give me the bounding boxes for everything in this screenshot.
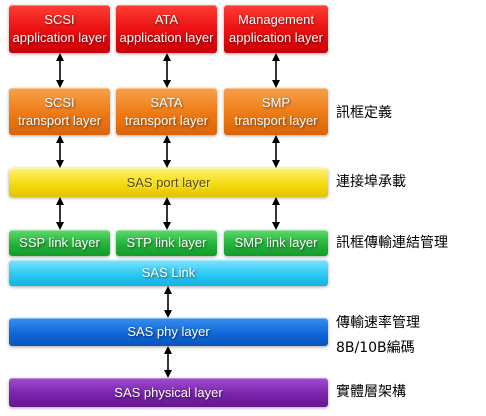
box-label-line1: SCSI [44,12,75,27]
box-label: SMP link layer [234,235,318,250]
annotation-frame-transmission-link-management: 訊框傳輸連結管理 [336,235,448,251]
ssp-link-layer-box: SSP link layer [9,230,110,256]
annotation-encoding: 8B/10B編碼 [336,340,415,356]
box-label-line1: SCSI [44,94,75,110]
sas-phy-layer-box: SAS phy layer [9,318,328,346]
sas-link-box: SAS Link [9,260,328,286]
box-label: SAS Link [141,265,196,280]
smp-link-layer-box: SMP link layer [224,230,328,256]
box-label-line2: application layer [12,30,107,45]
box-label-line1: Management [238,12,314,27]
management-application-layer-box: Management application layer [224,5,328,53]
box-label: SSP link layer [19,235,100,250]
box-label-line1: SATA [150,94,183,110]
annotation-transmission-rate-management: 傳輸速率管理 [336,315,420,331]
box-label-line1: ATA [154,12,179,27]
smp-transport-layer-box: SMP transport layer [224,88,328,135]
scsi-application-layer-box: SCSI application layer [9,5,110,53]
ata-application-layer-box: ATA application layer [116,5,217,53]
box-label-line2: application layer [229,30,323,45]
annotation-physical-layer-architecture: 實體層架構 [336,384,406,400]
box-label: SAS phy layer [127,324,210,339]
box-label-line2: transport layer [124,112,209,128]
box-label-line2: transport layer [234,112,318,128]
sata-transport-layer-box: SATA transport layer [116,88,217,135]
box-label-line2: transport layer [17,112,102,128]
box-label-line1: SMP [261,94,291,110]
box-label: STP link layer [126,235,207,250]
sas-port-layer-box: SAS port layer [9,168,328,197]
box-label: SAS physical layer [114,384,223,400]
sas-physical-layer-box: SAS physical layer [9,378,328,407]
annotation-connection-port-bearing: 連接埠承載 [336,174,406,190]
scsi-transport-layer-box: SCSI transport layer [9,88,110,135]
box-label: SAS port layer [126,174,211,190]
stp-link-layer-box: STP link layer [116,230,217,256]
box-label-line2: application layer [119,30,214,45]
annotation-frame-definition: 訊框定義 [336,105,392,121]
